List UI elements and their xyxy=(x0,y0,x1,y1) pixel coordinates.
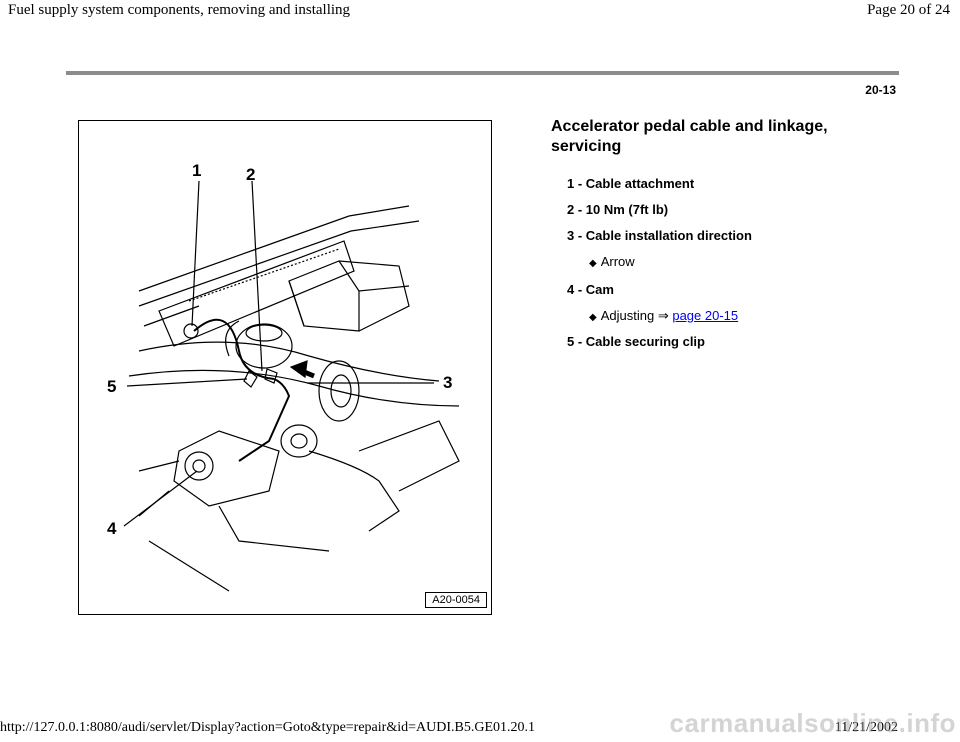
engine-bay-illustration: 1 2 3 4 5 A20-0054 xyxy=(78,120,492,615)
subitem-text: Arrow xyxy=(600,254,635,269)
page-indicator: Page 20 of 24 xyxy=(867,2,950,18)
right-arrow-icon: ⇒ xyxy=(657,308,669,323)
document-title: Fuel supply system components, removing … xyxy=(8,2,351,18)
subitem-text: Adjusting xyxy=(600,308,655,323)
diamond-bullet-icon: ◆ xyxy=(589,312,597,323)
watermark: carmanualsonline.info xyxy=(669,708,956,738)
callout-3: 3 xyxy=(443,373,453,392)
footer-date: 11/21/2002 xyxy=(834,720,898,735)
section-title: Accelerator pedal cable and linkage, ser… xyxy=(551,118,828,155)
figure-code: A20-0054 xyxy=(425,592,487,608)
legend-subitem: ◆Arrow xyxy=(589,254,635,269)
legend-subitem: ◆Adjusting ⇒ page 20-15 xyxy=(589,308,738,324)
callout-5: 5 xyxy=(107,377,117,396)
footer-url: http://127.0.0.1:8080/audi/servlet/Displ… xyxy=(0,720,535,735)
callout-4: 4 xyxy=(107,519,117,538)
legend-item: 1 - Cable attachment xyxy=(567,176,695,191)
legend-item: 5 - Cable securing clip xyxy=(567,334,705,349)
diamond-bullet-icon: ◆ xyxy=(589,258,597,269)
legend-item: 3 - Cable installation direction xyxy=(567,228,752,243)
page-number: 20-13 xyxy=(865,83,896,97)
engine-bay-drawing xyxy=(123,180,460,592)
legend-item: 4 - Cam xyxy=(567,282,614,297)
callout-2: 2 xyxy=(246,165,256,184)
callout-1: 1 xyxy=(192,161,202,180)
page-link[interactable]: page 20-15 xyxy=(672,308,739,323)
legend-item: 2 - 10 Nm (7ft lb) xyxy=(567,202,669,217)
header-rule xyxy=(66,71,899,75)
